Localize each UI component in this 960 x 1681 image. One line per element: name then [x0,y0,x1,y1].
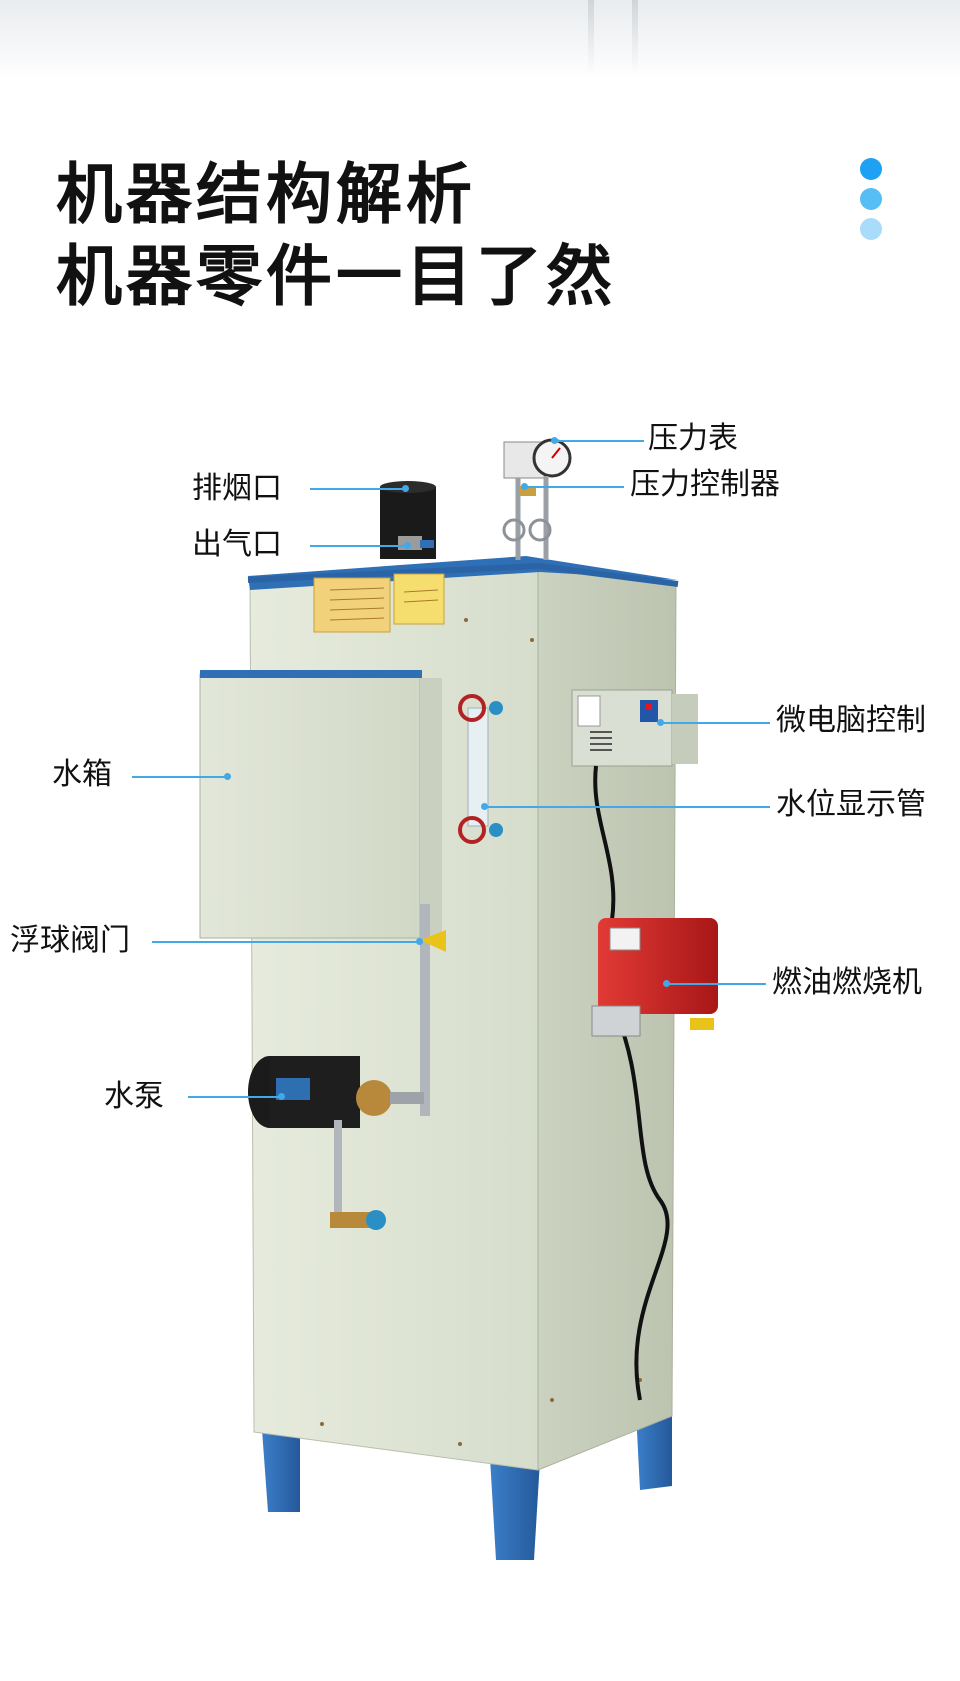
dot-icon [860,158,882,180]
light-streak [632,0,638,78]
top-banner [0,0,960,80]
leader-float-valve [152,938,423,945]
leader-water-tank [132,773,231,780]
label-water-pump: 水泵 [104,1079,164,1114]
label-chimney: 排烟口 [192,471,282,506]
label-oil-burner: 燃油燃烧机 [772,965,922,1000]
leader-microcomputer-control [657,719,770,726]
label-pressure-gauge: 压力表 [648,421,738,456]
leader-steam-outlet [310,542,411,549]
leader-pressure-controller [521,483,624,490]
leader-oil-burner [663,980,766,987]
label-water-level-tube: 水位显示管 [776,787,926,822]
leader-pressure-gauge [551,437,644,444]
dot-icon [860,218,882,240]
valve-wheel-icon [458,694,486,722]
leader-water-level-tube [481,803,770,810]
valve-wheel-icon [458,816,486,844]
label-water-tank: 水箱 [52,757,112,792]
light-streak [588,0,594,78]
label-microcomputer-control: 微电脑控制 [776,703,926,738]
label-steam-outlet: 出气口 [192,527,282,562]
dot-icon [860,188,882,210]
label-float-valve: 浮球阀门 [10,923,130,958]
leader-water-pump [188,1093,285,1100]
leader-chimney [310,485,409,492]
title-line-2: 机器零件一目了然 [56,238,616,315]
title-line-1: 机器结构解析 [56,156,476,233]
label-pressure-controller: 压力控制器 [630,467,780,502]
